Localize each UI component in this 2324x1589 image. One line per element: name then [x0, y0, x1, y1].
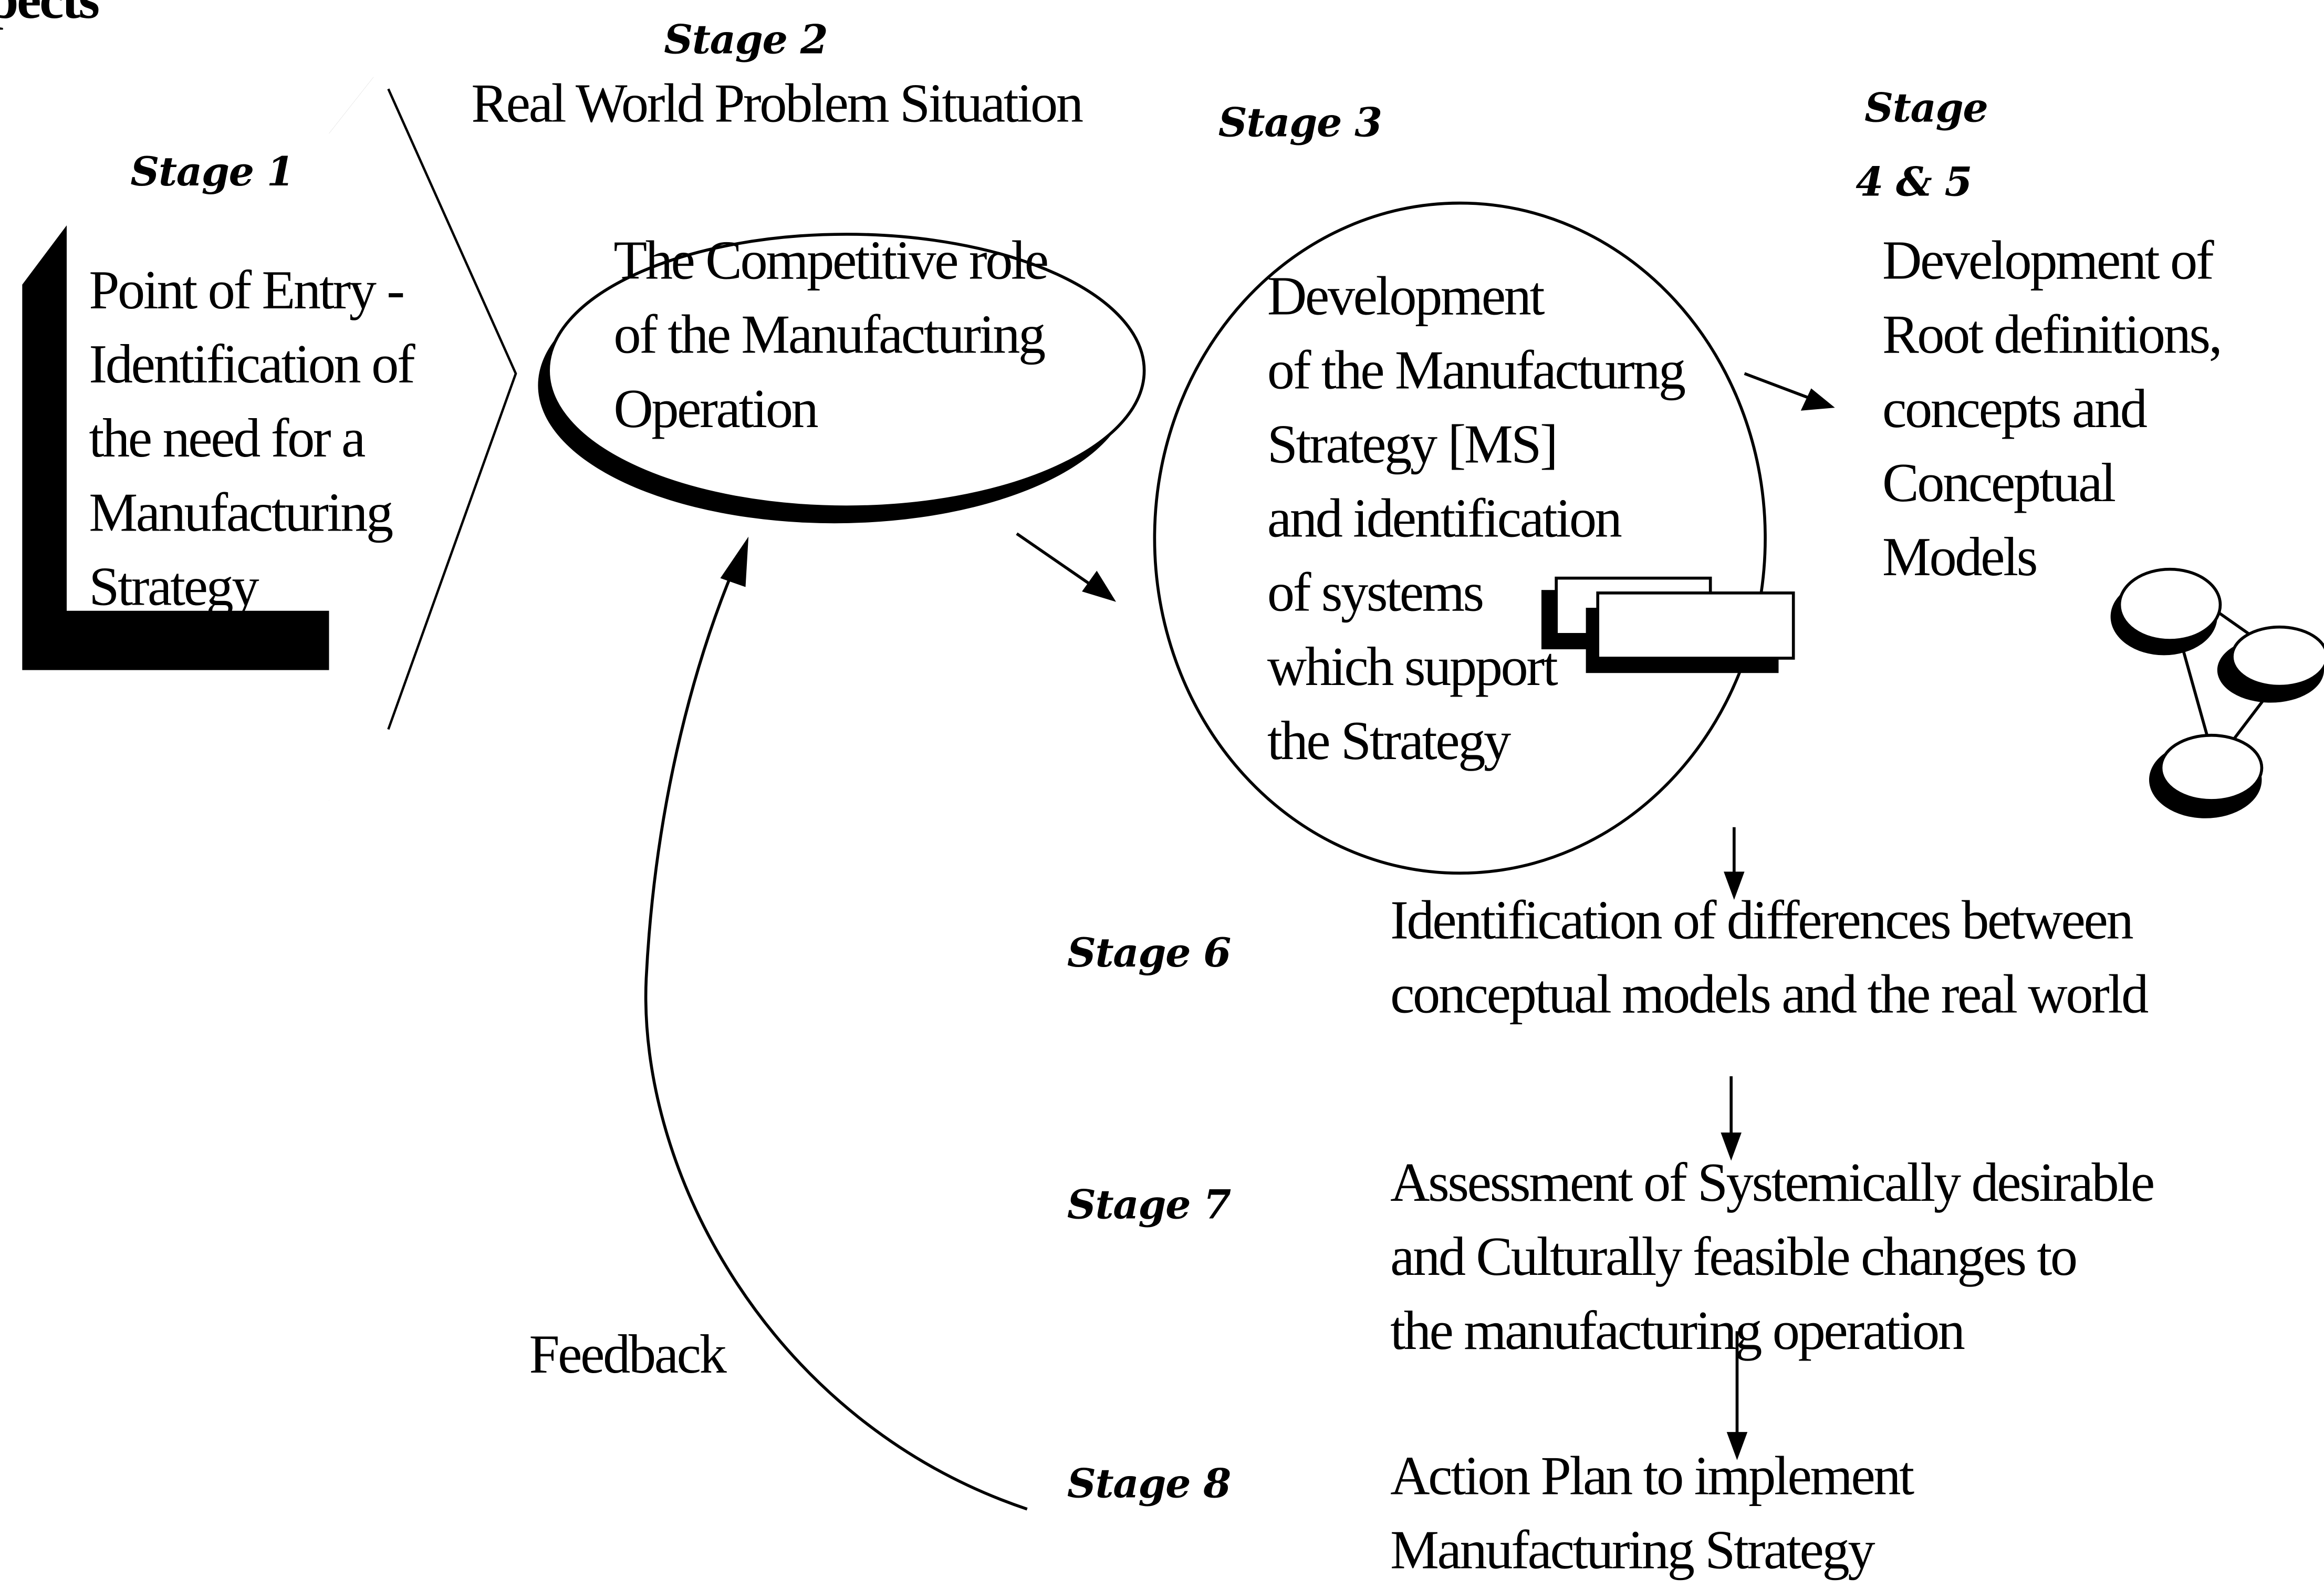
stage8-line: Manufacturing Strategy — [1390, 1521, 1875, 1582]
stage2-ellipse — [547, 233, 1146, 508]
stage3-line: which support — [1267, 637, 1558, 699]
stage2-text: The Competitive role of the Manufacturin… — [613, 225, 1049, 448]
stage45-line: Root definitions, — [1882, 305, 2223, 367]
arrow-stage7-to-stage8 — [1726, 1331, 1748, 1460]
stage3-line: and identification — [1267, 489, 1622, 550]
box-front — [1596, 591, 1795, 660]
arrow-stage2-to-stage3 — [1016, 532, 1117, 602]
stage45-text: Development of Root definitions, concept… — [1882, 225, 2223, 596]
feedback-curve — [644, 551, 1028, 1511]
stage8-label: Stage 8 — [1067, 1461, 1231, 1508]
stage1-line: Identification of — [89, 335, 415, 396]
stage3-line: of the Manufacturng — [1267, 341, 1686, 402]
stage3-line: Development — [1267, 266, 1545, 328]
stage7-line: the manufacturing operation — [1390, 1301, 1965, 1363]
stage7-label: Stage 7 — [1067, 1183, 1231, 1229]
stage6-text: Identification of differences between co… — [1390, 885, 2149, 1033]
stage2-line: The Competitive role — [613, 231, 1049, 292]
stage3-line: Strategy [MS] — [1267, 415, 1558, 476]
stage3-line: the Strategy — [1267, 711, 1511, 773]
stage45-line: Development of — [1882, 231, 2214, 292]
stage6-line: Identification of differences between — [1390, 891, 2134, 952]
feedback-label: Feedback — [529, 1325, 726, 1386]
entry-arrow-outline — [387, 88, 517, 730]
stage1-line: the need for a — [89, 409, 366, 470]
stage45-line: concepts and — [1882, 379, 2148, 441]
stage1-label: Stage 1 — [130, 150, 294, 196]
stage3-text: Development of the Manufacturng Strategy… — [1267, 261, 1686, 780]
stage3-circle — [1153, 201, 1767, 875]
stage45-line: Models — [1882, 527, 2038, 589]
arrow-stage3-to-stage45 — [1744, 372, 1835, 411]
stage1-line: Point of Entry - — [89, 261, 405, 322]
model-disc-3 — [2159, 733, 2264, 802]
stage6-line: conceptual models and the real world — [1390, 965, 2149, 1026]
stage3-line: of systems — [1267, 563, 1484, 625]
stage8-line: Action Plan to implement — [1390, 1447, 1914, 1508]
stage8-text: Action Plan to implement Manufacturing S… — [1390, 1441, 1914, 1589]
stage45-label-line2: 4 & 5 — [1856, 160, 1972, 206]
stage3-label: Stage 3 — [1218, 100, 1382, 147]
stage1-text: Point of Entry - Identification of the n… — [89, 255, 415, 626]
stage45-line: Conceptual — [1882, 453, 2116, 515]
arrow-stage3-to-stage6 — [1724, 827, 1745, 900]
stage45-label-line1: Stage — [1864, 86, 1988, 132]
model-disc-1 — [2118, 567, 2222, 642]
stage1-line: Strategy — [89, 557, 259, 618]
stage2-line: Operation — [613, 379, 818, 441]
stage6-label: Stage 6 — [1067, 931, 1231, 977]
stage7-line: Assessment of Systemically desirable — [1390, 1153, 2155, 1214]
stage1-line: Manufacturing — [89, 483, 393, 544]
entry-arrow-face — [66, 77, 516, 801]
model-disc-2 — [2231, 625, 2324, 688]
stage2-label: Stage 2 — [664, 17, 828, 64]
feedback-arrowhead — [720, 536, 749, 587]
stage2-line: of the Manufacturing — [613, 305, 1046, 367]
arrow-stage6-to-stage7 — [1721, 1076, 1742, 1161]
stage7-line: and Culturally feasible changes to — [1390, 1227, 2078, 1289]
header-fragment: pects — [0, 0, 100, 32]
stage2-heading: Real World Problem Situation — [471, 74, 1083, 135]
stage7-text: Assessment of Systemically desirable and… — [1390, 1147, 2155, 1369]
